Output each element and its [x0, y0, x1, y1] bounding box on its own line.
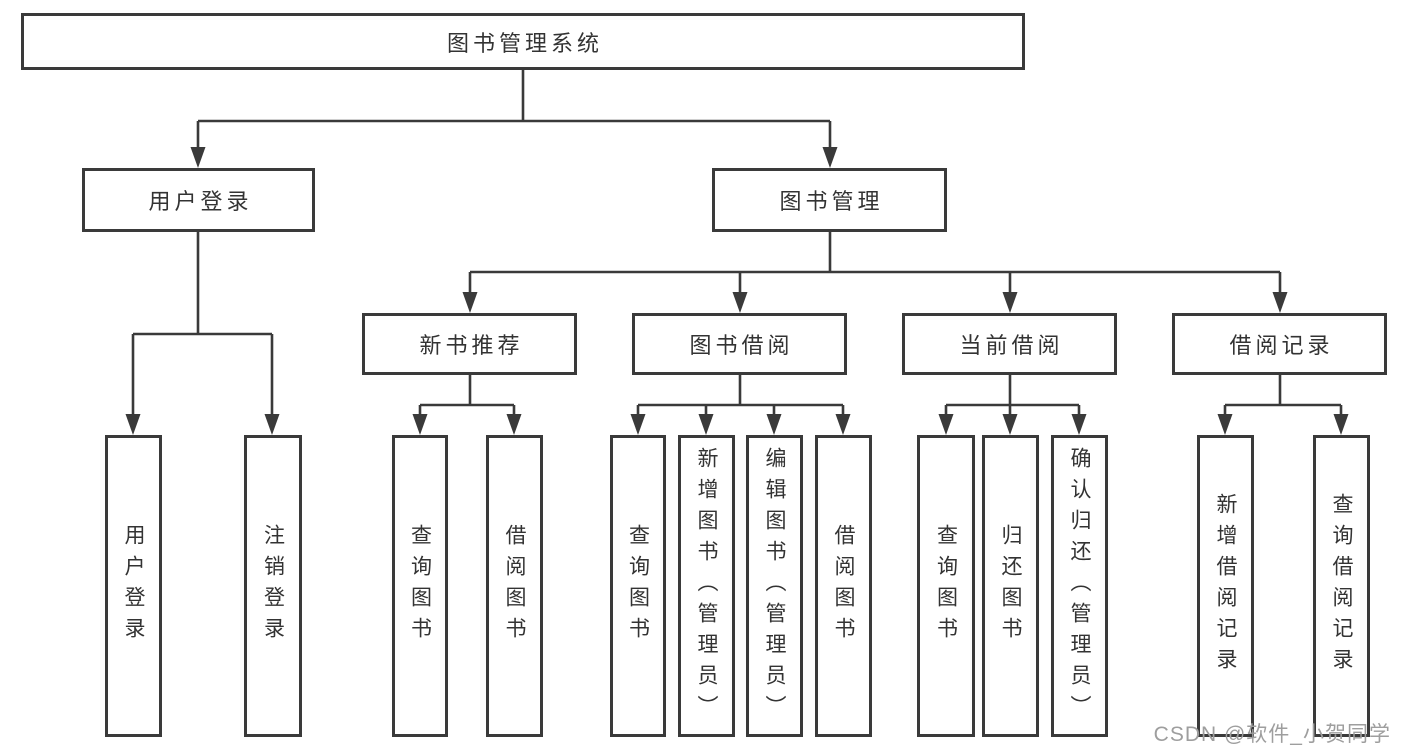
node-label: 查询图书	[934, 524, 958, 648]
node-borrow-records: 借阅记录	[1172, 313, 1387, 375]
leaf-newrec-query-books: 查询图书	[392, 435, 448, 737]
node-label: 借阅图书	[503, 524, 527, 648]
leaf-current-confirm-return-admin: 确认归还（管理员）	[1051, 435, 1108, 737]
leaf-user-login: 用户登录	[105, 435, 162, 737]
arrow-down-icon	[412, 414, 428, 435]
leaf-borrow-edit-books-admin: 编辑图书（管理员）	[746, 435, 803, 737]
node-label: 新增图书（管理员）	[695, 446, 719, 726]
arrow-down-icon	[1071, 414, 1087, 435]
node-current-borrow: 当前借阅	[902, 313, 1117, 375]
arrow-down-icon	[1272, 292, 1288, 313]
node-label: 查询图书	[626, 524, 650, 648]
node-label: 图书管理	[779, 189, 884, 214]
arrow-down-icon	[1333, 414, 1349, 435]
connector-borrow-records-to-leaves	[1217, 375, 1349, 435]
arrow-down-icon	[506, 414, 522, 435]
arrow-down-icon	[264, 414, 280, 435]
node-label: 新书推荐	[419, 333, 524, 358]
node-label: 图书管理系统	[446, 30, 603, 56]
node-library-system: 图书管理系统	[21, 13, 1025, 70]
node-label: 归还图书	[999, 524, 1023, 648]
arrow-down-icon	[1002, 414, 1018, 435]
node-label: 图书借阅	[689, 333, 794, 358]
connector-root-to-level2	[190, 70, 838, 168]
node-user-login: 用户登录	[82, 168, 315, 232]
arrow-down-icon	[835, 414, 851, 435]
node-label: 新增借阅记录	[1214, 493, 1238, 679]
connector-current-borrow-to-leaves	[938, 375, 1087, 435]
node-new-book-recommend: 新书推荐	[362, 313, 577, 375]
node-label: 查询借阅记录	[1330, 493, 1354, 679]
leaf-newrec-borrow-books: 借阅图书	[486, 435, 543, 737]
node-label: 编辑图书（管理员）	[763, 446, 787, 726]
leaf-logout: 注销登录	[244, 435, 302, 737]
leaf-borrow-add-books-admin: 新增图书（管理员）	[678, 435, 735, 737]
node-label: 当前借阅	[959, 333, 1064, 358]
node-label: 用户登录	[148, 189, 253, 214]
connector-book-management-to-level3	[462, 232, 1288, 313]
arrow-down-icon	[732, 292, 748, 313]
node-book-borrow: 图书借阅	[632, 313, 847, 375]
csdn-watermark: CSDN @软件_小贺同学	[1153, 723, 1391, 746]
arrow-down-icon	[190, 147, 206, 168]
node-label: 借阅图书	[832, 524, 856, 648]
connector-book-borrow-to-leaves	[630, 375, 851, 435]
node-label: 借阅记录	[1229, 333, 1334, 358]
leaf-records-query-record: 查询借阅记录	[1313, 435, 1370, 737]
leaf-borrow-borrow-books: 借阅图书	[815, 435, 872, 737]
arrow-down-icon	[462, 292, 478, 313]
node-label: 确认归还（管理员）	[1068, 446, 1092, 726]
node-label: 查询图书	[408, 524, 432, 648]
leaf-records-add-record: 新增借阅记录	[1197, 435, 1254, 737]
arrow-down-icon	[125, 414, 141, 435]
leaf-current-return-books: 归还图书	[982, 435, 1039, 737]
connector-user-login-to-leaves	[125, 232, 280, 435]
arrow-down-icon	[1002, 292, 1018, 313]
arrow-down-icon	[822, 147, 838, 168]
node-book-management: 图书管理	[712, 168, 947, 232]
connector-new-book-recommend-to-leaves	[412, 375, 522, 435]
arrow-down-icon	[938, 414, 954, 435]
arrow-down-icon	[1217, 414, 1233, 435]
leaf-borrow-query-books: 查询图书	[610, 435, 666, 737]
arrow-down-icon	[630, 414, 646, 435]
leaf-current-query-books: 查询图书	[917, 435, 975, 737]
arrow-down-icon	[698, 414, 714, 435]
arrow-down-icon	[766, 414, 782, 435]
node-label: 用户登录	[122, 524, 146, 648]
node-label: 注销登录	[261, 524, 285, 648]
